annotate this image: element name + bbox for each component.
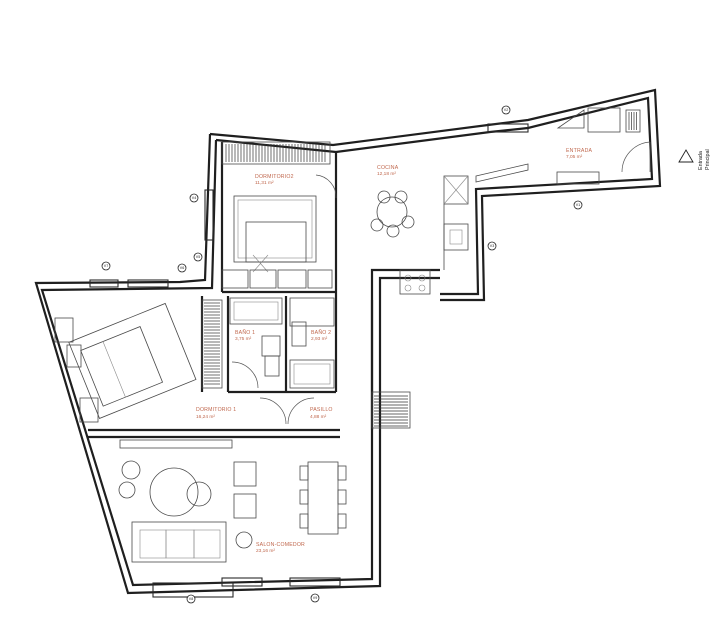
- room-label-bano2: BAÑO 2 2,93 m²: [311, 329, 331, 342]
- room-label-entrada: ENTRADA 7,05 m²: [566, 148, 593, 160]
- view-marker-v7: V7: [101, 261, 111, 271]
- entrance-indicator: Entrada Principal: [678, 149, 711, 170]
- svg-text:V8: V8: [189, 597, 193, 601]
- wardrobe-pasillo: [371, 391, 411, 429]
- svg-text:V9: V9: [313, 596, 317, 600]
- bano2-fixtures: [289, 297, 335, 389]
- wardrobe-dormitorio1: [201, 299, 223, 389]
- room-label-pasillo: PASILLO 4,88 m²: [310, 407, 333, 420]
- svg-text:4,88 m²: 4,88 m²: [310, 414, 327, 420]
- view-marker-v1: V1: [573, 200, 583, 210]
- room-label-cocina: COCINA 12,18 m²: [377, 165, 399, 177]
- room-label-bano1: BAÑO 1 3,75 m²: [235, 329, 255, 342]
- svg-text:COCINA: COCINA: [377, 165, 399, 171]
- svg-text:ENTRADA: ENTRADA: [566, 148, 593, 154]
- bed-dormitorio2: [233, 195, 317, 273]
- svg-text:V1: V1: [576, 203, 580, 207]
- room-label-dormitorio2: DORMITORIO2 11,31 m²: [255, 174, 294, 186]
- svg-text:V5: V5: [196, 255, 200, 259]
- wardrobe-hatch-pasillo: [374, 395, 408, 427]
- desk-dormitorio2: [221, 269, 333, 289]
- entrance-label-line2: Principal: [705, 149, 711, 170]
- view-marker-v5: V5: [193, 252, 203, 262]
- salon-furniture: [118, 439, 347, 563]
- svg-text:11,31 m²: 11,31 m²: [255, 180, 274, 186]
- bed-dormitorio1: [54, 302, 197, 423]
- svg-text:12,18 m²: 12,18 m²: [377, 171, 396, 177]
- svg-text:16,24 m²: 16,24 m²: [196, 414, 215, 420]
- view-marker-v4: V4: [189, 193, 199, 203]
- view-marker-v6: V6: [177, 263, 187, 273]
- bano1-fixtures: [229, 297, 283, 389]
- view-marker-v9: V9: [310, 593, 320, 603]
- kitchen-counter: [399, 175, 469, 295]
- svg-text:DORMITORIO 1: DORMITORIO 1: [196, 407, 236, 413]
- svg-text:23,16 m²: 23,16 m²: [256, 548, 275, 554]
- entrance-label-line1: Entrada: [698, 151, 704, 170]
- wardrobe-dormitorio2: [221, 141, 331, 165]
- entrada-furniture: [475, 107, 651, 185]
- svg-text:BAÑO 2: BAÑO 2: [311, 329, 331, 336]
- wardrobe-hatch-dormitorio1: [204, 302, 220, 385]
- svg-text:DORMITORIO2: DORMITORIO2: [255, 174, 294, 180]
- windows: [89, 123, 529, 598]
- view-marker-v2: V2: [501, 105, 511, 115]
- svg-text:2,93 m²: 2,93 m²: [311, 336, 328, 342]
- svg-text:3,75 m²: 3,75 m²: [235, 336, 252, 342]
- svg-text:7,05 m²: 7,05 m²: [566, 154, 583, 160]
- room-label-salon-comedor: SALON-COMEDOR 23,16 m²: [256, 542, 305, 554]
- exterior-walls: [34, 88, 662, 595]
- view-marker-v3: V3: [487, 241, 497, 251]
- view-marker-v8: V8: [186, 594, 196, 604]
- svg-text:V7: V7: [104, 264, 108, 268]
- svg-text:SALON-COMEDOR: SALON-COMEDOR: [256, 542, 305, 548]
- wardrobe-hatch-dormitorio2: [225, 144, 326, 162]
- svg-text:PASILLO: PASILLO: [310, 407, 333, 413]
- dining-table-cocina: [370, 190, 415, 238]
- svg-text:BAÑO 1: BAÑO 1: [235, 329, 255, 336]
- svg-text:V3: V3: [490, 244, 494, 248]
- room-label-dormitorio1: DORMITORIO 1 16,24 m²: [196, 407, 236, 420]
- entrance-arrow-icon: [678, 149, 694, 163]
- svg-text:V6: V6: [180, 266, 184, 270]
- svg-text:V2: V2: [504, 108, 508, 112]
- svg-text:V4: V4: [192, 196, 196, 200]
- stair-hatch-entrada: [628, 112, 637, 130]
